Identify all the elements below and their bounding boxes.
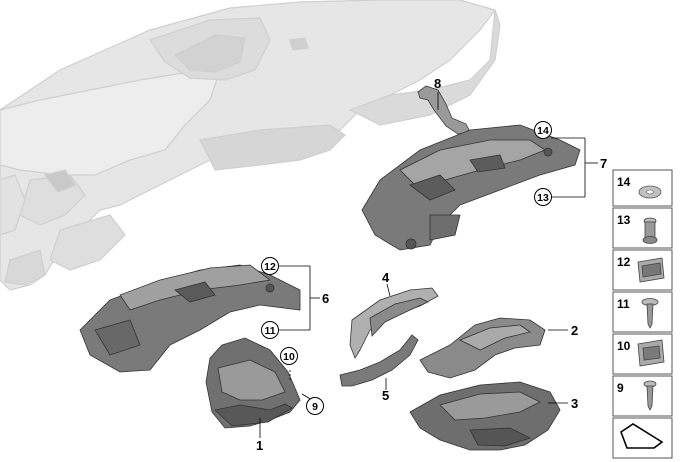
circled-callout-12: 12 (261, 257, 279, 275)
svg-text:12: 12 (617, 255, 631, 269)
fastener-legend: 14 13 12 11 (612, 169, 673, 459)
clip-nut-icon (637, 257, 665, 283)
screw-icon (641, 298, 659, 329)
svg-text:10: 10 (283, 351, 295, 363)
callout-5: 5 (382, 388, 389, 403)
legend-item-12: 12 (612, 249, 673, 291)
part-2-cover (419, 317, 546, 379)
callout-8: 8 (434, 76, 441, 91)
tapping-screw-icon (643, 380, 657, 411)
callout-6: 6 (322, 291, 329, 306)
svg-text:10: 10 (617, 339, 631, 353)
circled-callout-14: 14 (534, 121, 552, 139)
part-6-tray (79, 264, 301, 373)
svg-text:13: 13 (537, 192, 549, 204)
callout-1: 1 (256, 438, 263, 453)
callout-3: 3 (571, 396, 578, 411)
svg-text:14: 14 (617, 175, 631, 189)
circled-callout-10: 10 (280, 347, 298, 365)
part-3-cover (409, 381, 561, 451)
part-7-tray (361, 124, 581, 251)
speed-nut-icon (637, 339, 665, 367)
part-1-panel (205, 337, 301, 429)
circled-callout-13: 13 (534, 188, 552, 206)
callout-4: 4 (382, 270, 390, 285)
callout-7: 7 (600, 156, 607, 171)
legend-item-13: 13 (612, 207, 673, 249)
part-4-trim (349, 287, 439, 359)
svg-text:9: 9 (617, 381, 624, 395)
circled-callout-9: 9 (306, 397, 324, 415)
callout-lines (259, 92, 598, 438)
circled-callout-11: 11 (261, 321, 279, 339)
dashboard-outline (0, 0, 501, 291)
assembly-symbol-icon (620, 423, 664, 449)
svg-text:14: 14 (537, 125, 549, 137)
legend-item-14: 14 (612, 169, 673, 207)
legend-item-9: 9 (612, 375, 673, 417)
svg-text:11: 11 (617, 297, 630, 311)
legend-item-11: 11 (612, 291, 673, 333)
svg-text:13: 13 (617, 213, 631, 227)
part-5-trim (339, 334, 419, 387)
legend-item-symbol (612, 417, 673, 459)
rivet-icon (642, 217, 658, 244)
legend-item-10: 10 (612, 333, 673, 375)
svg-text:12: 12 (264, 261, 276, 273)
callout-2: 2 (571, 323, 578, 338)
svg-text:9: 9 (312, 401, 318, 413)
svg-text:11: 11 (264, 325, 275, 337)
